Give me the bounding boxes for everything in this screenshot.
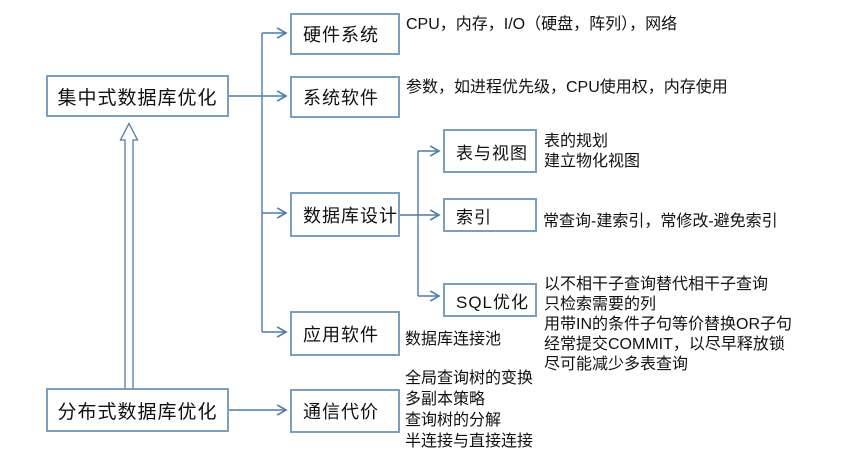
node-sql-optimization: SQL优化	[443, 283, 537, 317]
node-label: 系统软件	[303, 88, 379, 108]
annotation-line: 全局查询树的变换	[405, 370, 534, 387]
node-label: 分布式数据库优化	[57, 401, 218, 423]
node-label: SQL优化	[456, 292, 530, 312]
annotation-index: 常查询-建索引，常修改-避免索引	[543, 212, 778, 232]
node-index: 索引	[443, 198, 537, 232]
node-comm-cost: 通信代价	[290, 389, 400, 433]
node-distributed-db-optimization: 分布式数据库优化	[46, 388, 229, 432]
annotation-line: 只检索需要的列	[544, 296, 657, 313]
node-app-software: 应用软件	[290, 311, 400, 356]
annotation-comm-cost: 全局查询树的变换 多副本策略 查询树的分解 半连接与直接连接	[405, 368, 533, 452]
annotation-line: 半连接与直接连接	[405, 433, 534, 450]
node-label: 集中式数据库优化	[57, 87, 218, 109]
annotation-line: 以不相干子查询替代相干子查询	[544, 276, 769, 293]
annotation-line: 查询树的分解	[405, 412, 502, 429]
annotation-line: 表的规划	[544, 133, 609, 150]
annotation-line: 常查询-建索引，常修改-避免索引	[543, 213, 778, 230]
node-centralized-db-optimization: 集中式数据库优化	[46, 75, 229, 117]
annotation-line: 尽可能减少多表查询	[544, 356, 689, 373]
node-label: 硬件系统	[303, 25, 379, 45]
node-hardware-system: 硬件系统	[290, 13, 400, 55]
annotation-hardware: CPU，内存，I/O（硬盘，阵列），网络	[406, 15, 677, 35]
annotation-system-software: 参数，如进程优先级，CPU使用权，内存使用	[406, 78, 728, 98]
node-label: 索引	[456, 207, 492, 227]
node-label: 应用软件	[303, 324, 379, 345]
annotation-line: 经常提交COMMIT，以尽早释放锁	[544, 336, 785, 353]
hollow-up-arrow	[119, 122, 139, 388]
node-db-design: 数据库设计	[290, 192, 400, 237]
annotation-app-software: 数据库连接池	[405, 330, 501, 350]
annotation-line: 参数，如进程优先级，CPU使用权，内存使用	[406, 79, 728, 96]
node-tables-views: 表与视图	[443, 129, 537, 173]
annotation-line: CPU，内存，I/O（硬盘，阵列），网络	[406, 16, 678, 33]
node-label: 表与视图	[456, 143, 528, 163]
node-system-software: 系统软件	[290, 76, 400, 118]
annotation-line: 建立物化视图	[544, 153, 641, 170]
annotation-tables-views: 表的规划 建立物化视图	[544, 132, 640, 172]
node-label: 通信代价	[303, 402, 379, 422]
annotation-line: 用带IN的条件子句等价替换OR子句	[544, 316, 793, 333]
node-label: 数据库设计	[303, 205, 398, 226]
annotation-line: 多副本策略	[405, 391, 486, 408]
annotation-sql-optimization: 以不相干子查询替代相干子查询 只检索需要的列 用带IN的条件子句等价替换OR子句…	[544, 275, 792, 375]
annotation-line: 数据库连接池	[405, 331, 502, 348]
